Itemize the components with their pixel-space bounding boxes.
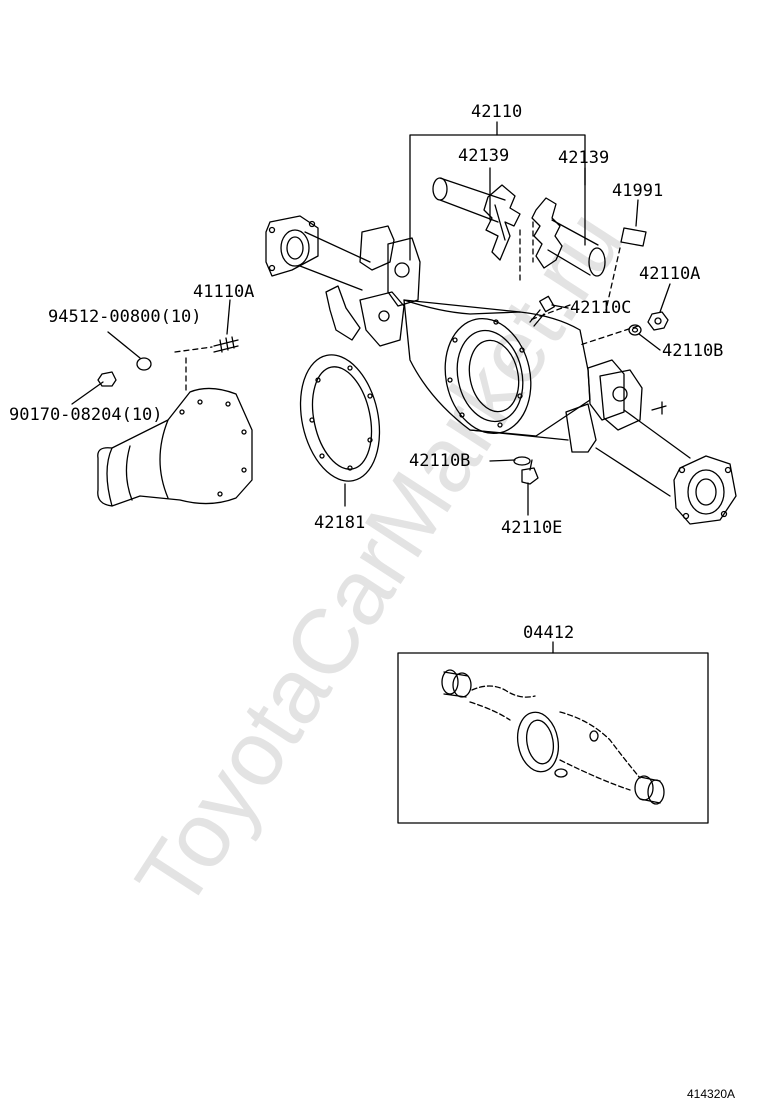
- label-42110c: 42110C: [570, 298, 632, 318]
- differential-carrier: [97, 387, 253, 507]
- nut-90170: [97, 371, 117, 387]
- kit-box: [397, 652, 709, 824]
- axle-housing: [265, 215, 737, 525]
- label-90170: 90170-08204(10): [9, 405, 163, 425]
- axle-shaft-right: [531, 197, 606, 277]
- breather-plug: [529, 295, 555, 327]
- label-42110a: 42110A: [639, 264, 701, 284]
- label-42139-right: 42139: [558, 148, 610, 168]
- label-42110: 42110: [471, 102, 523, 122]
- washer-94512: [136, 357, 152, 371]
- washer-top: [628, 324, 642, 336]
- label-42181: 42181: [314, 513, 366, 533]
- label-94512: 94512-00800(10): [48, 307, 202, 327]
- axle-shaft-left: [432, 177, 521, 261]
- label-42110b-top: 42110B: [662, 341, 724, 361]
- nut-42110a: [647, 311, 669, 331]
- label-04412: 04412: [523, 623, 575, 643]
- label-42110e: 42110E: [501, 518, 563, 538]
- washer-bottom: [513, 456, 531, 466]
- washer-top-hole: [631, 327, 639, 333]
- label-42110b-bottom: 42110B: [409, 451, 471, 471]
- plate: [620, 227, 647, 247]
- kit-contents: [441, 669, 665, 805]
- stud-41110a: [213, 336, 239, 353]
- drain-plug: [521, 459, 539, 485]
- gasket: [299, 354, 381, 482]
- label-41991: 41991: [612, 181, 664, 201]
- leader-lines: [71, 121, 671, 654]
- label-41110a: 41110A: [193, 282, 255, 302]
- figure-number: 414320A: [687, 1087, 736, 1101]
- label-42139-left: 42139: [458, 146, 510, 166]
